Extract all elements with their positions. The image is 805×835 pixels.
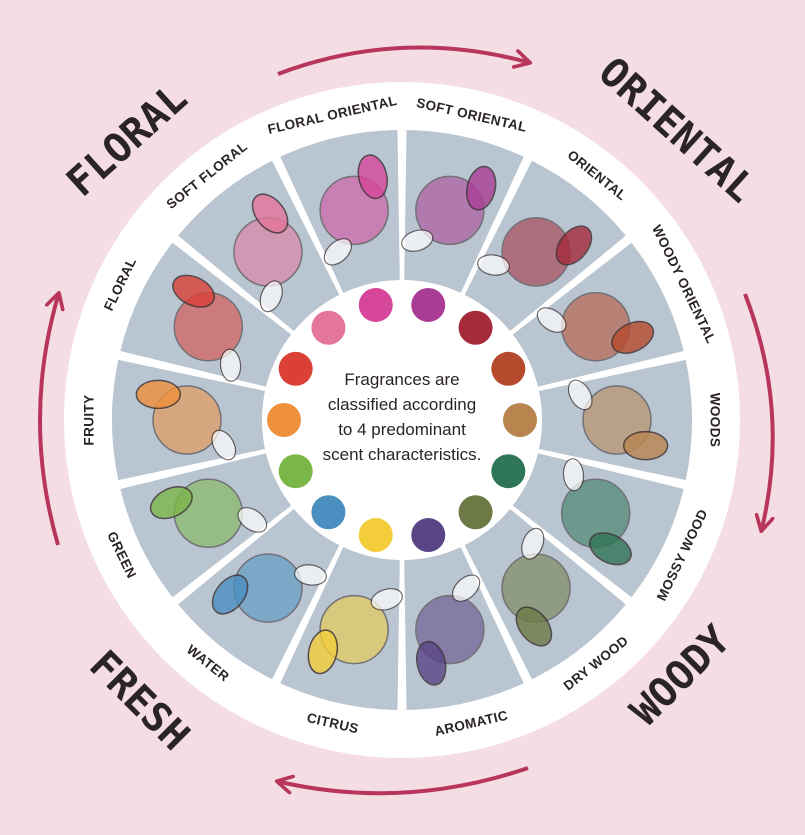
color-dot-fruity	[267, 403, 301, 437]
cinnamon-sticks-icon	[477, 217, 593, 287]
rolled-towels-icon	[211, 553, 327, 623]
wood-chips-scoop-icon	[567, 379, 669, 461]
color-dot-oriental	[458, 310, 493, 345]
arrow-left	[38, 296, 58, 546]
lemon-slice-icon	[307, 588, 403, 675]
color-dot-woody-oriental	[491, 351, 526, 386]
lychee-icon	[149, 478, 268, 549]
rose-icon	[172, 274, 244, 382]
frangipani-icon	[233, 193, 303, 313]
cherry-blossom-icon	[401, 165, 497, 252]
color-dot-citrus	[358, 518, 393, 553]
segment-label-fruity: FRUITY	[82, 394, 97, 445]
color-dot-dry-wood	[458, 495, 493, 530]
color-dot-floral	[278, 351, 313, 386]
color-dots-group	[267, 287, 537, 553]
segments-group	[111, 130, 692, 710]
center-text-line-4: scent characteristics.	[323, 445, 482, 464]
herb-bundle-icon	[415, 574, 485, 686]
color-dot-mossy-wood	[491, 454, 526, 489]
color-dot-green	[278, 454, 313, 489]
color-dot-woods	[503, 403, 537, 437]
arrow-bottom	[280, 766, 529, 796]
fern-icon	[560, 458, 632, 566]
center-text-line-3: to 4 predominant	[338, 420, 466, 439]
cycle-arrows	[38, 45, 775, 796]
color-dot-water	[311, 495, 346, 530]
kangaroo-paw-flower-icon	[319, 154, 389, 266]
color-dot-aromatic	[411, 518, 446, 553]
pear-icon	[135, 379, 237, 461]
arrow-right	[743, 293, 775, 528]
center-text-line-2: classified according	[328, 395, 476, 414]
dry-leaves-icon	[501, 527, 571, 647]
center-text: Fragrances are classified according to 4…	[323, 370, 482, 464]
color-dot-soft-oriental	[411, 287, 446, 322]
center-text-line-1: Fragrances are	[344, 370, 459, 389]
color-dot-soft-floral	[311, 310, 346, 345]
cinnamon-bark-icon	[536, 291, 655, 362]
arrow-top	[277, 45, 527, 76]
inner-disc	[264, 282, 540, 558]
segment-label-woods: WOODS	[707, 393, 722, 448]
color-dot-floral-oriental	[358, 287, 393, 322]
